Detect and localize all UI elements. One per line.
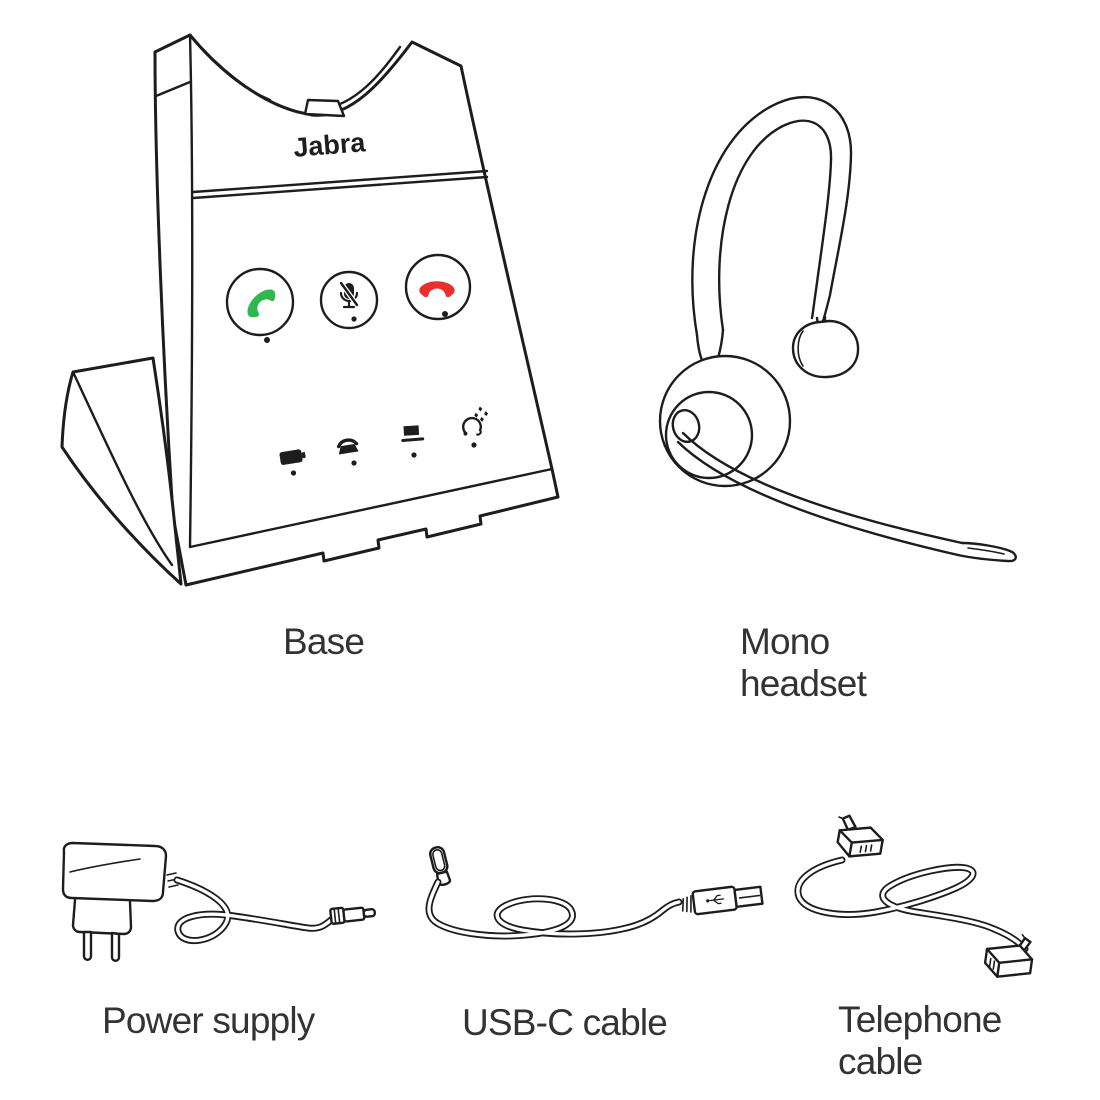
end-call-icon xyxy=(419,281,455,298)
microphone-boom xyxy=(676,431,1017,563)
status-icons-row xyxy=(279,406,489,476)
usb-c-cable-label: USB-C cable xyxy=(462,1002,668,1043)
rj9-connector xyxy=(983,933,1034,978)
ear-cup xyxy=(658,354,792,488)
usb-cable xyxy=(425,878,683,940)
t-pad xyxy=(791,315,860,379)
cradle-charge-tab xyxy=(303,98,346,118)
pairing-sparkles xyxy=(474,406,489,422)
jabra-logo: Jabra xyxy=(292,127,367,163)
telephone-cable-label: Telephone cable xyxy=(838,999,1002,1082)
rj9-connector xyxy=(836,814,884,858)
desk-phone-status-icon xyxy=(336,438,359,455)
mono-headset-figure xyxy=(630,85,1025,630)
telephone-cable-figure xyxy=(780,810,1080,1005)
mono-headset-label: Mono headset xyxy=(740,621,867,704)
telephone-cord xyxy=(794,856,1029,953)
usb-c-cable-illustration xyxy=(425,846,764,940)
power-cable xyxy=(173,876,335,945)
usb-trident-icon xyxy=(706,894,725,905)
usb-c-cable-figure xyxy=(410,835,780,970)
mono-headset-illustration xyxy=(658,96,1017,563)
mute-button[interactable] xyxy=(319,270,379,330)
plug-prong xyxy=(110,931,121,962)
mute-microphone-icon xyxy=(338,280,360,309)
power-supply-illustration xyxy=(61,841,377,962)
wall-adapter xyxy=(61,841,179,962)
answer-call-button[interactable] xyxy=(225,267,295,343)
base-illustration: Jabra xyxy=(60,33,560,587)
computer-status-icon xyxy=(401,425,425,443)
power-supply-label: Power supply xyxy=(102,1000,315,1041)
end-call-button[interactable] xyxy=(404,253,472,321)
battery-status-icon xyxy=(279,449,306,465)
telephone-cable-illustration xyxy=(794,814,1034,978)
plug-prong xyxy=(82,930,93,961)
power-supply-figure xyxy=(50,830,410,1000)
base-label: Base xyxy=(283,621,365,662)
base-foot xyxy=(60,356,183,586)
usb-a-connector xyxy=(681,885,764,916)
headset-pairing-status-icon xyxy=(462,406,489,436)
answer-call-icon xyxy=(247,289,276,318)
base-figure: Jabra xyxy=(60,20,580,620)
power-connector xyxy=(329,906,377,925)
